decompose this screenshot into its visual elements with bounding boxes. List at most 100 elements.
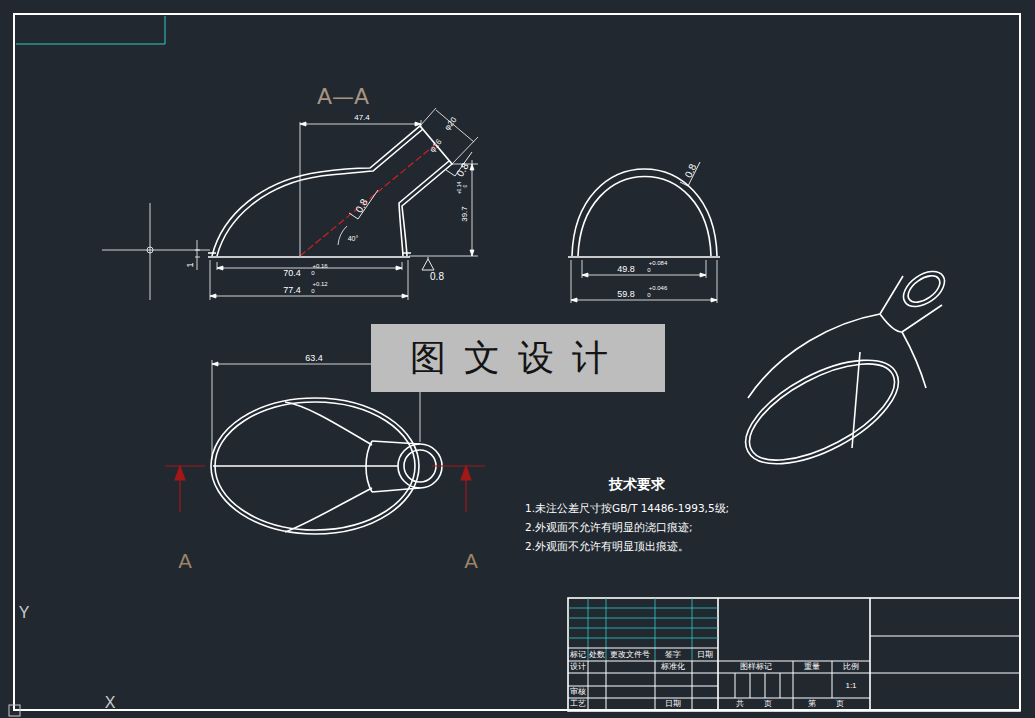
center-line [300,144,436,256]
table-cell: 页 [764,700,772,708]
title-block-grid [870,636,1020,673]
table-cell: 第 [808,700,816,708]
title-block-grid [568,598,718,661]
dimension-lines [571,260,717,303]
table-cell: 1:1 [845,682,856,690]
title-block-grid [568,648,870,698]
drawing-frame [14,14,1020,710]
side-view [568,169,720,257]
dimension-text: 63.4 [305,354,323,363]
section-view [217,129,423,256]
corner-box [16,16,165,44]
roughness-symbol [422,257,434,270]
tolerance-text: +0.084 [649,260,668,266]
tolerance-text: 0 [311,270,314,276]
isometric-view [880,314,902,332]
drawing-frame [14,14,1020,710]
dimension-lines [210,294,408,298]
note-heading: 技术要求 [609,477,665,491]
title-block-grid [588,661,692,711]
table-cell: 设计 [570,663,586,671]
dimension-text: 39.7 [461,206,469,222]
isometric-view [730,339,914,485]
tolerance-text: 0 [463,185,468,188]
dimension-lines [217,266,402,270]
tolerance-text: 0 [647,292,650,298]
dimension-text: 77.4 [283,286,301,295]
section-arrow [180,476,466,512]
dimension-lines [571,260,717,303]
section-view [208,256,410,258]
tolerance-text: 0 [311,288,314,294]
dimension-lines [300,122,301,256]
title-block-grid [568,608,718,638]
dimension-lines [300,122,421,126]
title-block [568,598,1020,711]
section-letter: A [178,551,192,571]
table-cell: 标准化 [661,663,685,671]
isometric-view [902,332,926,388]
table-cell: 签字 [665,651,681,659]
note-text: 1.未注公差尺寸按GB/T 14486-1993,5级; [525,503,729,514]
table-cell: 比例 [843,663,859,671]
axis-letter: Y [19,605,30,621]
dimension-lines [571,298,717,302]
dimension-text: 1 [186,262,195,267]
section-arrow [165,466,485,512]
dimension-lines [582,260,706,278]
table-cell: 审核 [570,688,586,696]
table-cell: 更改文件号 [610,651,650,659]
isometric-view [897,264,951,313]
roughness-value: 0.8 [684,163,699,180]
title-block [718,598,870,711]
plan-view [213,465,398,467]
section-view [208,252,411,254]
isometric-view [880,276,942,332]
title-block-grid [735,661,832,711]
dimension-lines [102,203,210,300]
note-text: 2.外观面不允许有明显的浇口痕迹; [525,522,693,533]
section-view [399,161,449,256]
table-cell: 日期 [665,700,681,708]
title-block-grid [568,636,1020,711]
center-line [300,144,436,256]
watermark-box: 图文设计 [371,324,665,392]
side-view [568,256,720,258]
table-cell: 页 [836,700,844,708]
table-cell: 重量 [804,663,820,671]
table-cell: 工艺 [570,700,586,708]
title-block-grid [588,598,692,661]
dimension-text: 40° [348,235,359,242]
tolerance-text: +0.14 [457,182,462,195]
watermark-text: 图文设计 [410,338,626,378]
isometric-view [730,264,951,485]
table-cell: 日期 [697,651,713,659]
tolerance-text: +0.16 [312,263,327,269]
view-label: A—A [317,86,369,108]
dimension-text: 59.8 [617,290,635,299]
tolerance-text: +0.046 [649,285,668,291]
section-arrow [175,466,471,480]
plan-view [211,398,442,534]
table-cell: 共 [736,700,744,708]
dimension-lines [210,260,408,300]
roughness-symbol [349,190,378,219]
plan-view [404,450,436,482]
side-view [572,169,717,256]
dimension-lines [409,160,478,256]
note-text: 2.外观面不允许有明显顶出痕迹。 [525,541,689,552]
isometric-view [904,270,945,307]
section-arrow [165,465,485,466]
dimension-text: 49.8 [617,265,635,274]
table-cell: 处数 [589,651,605,659]
isometric-view [735,344,908,479]
axis-letter: X [105,695,116,711]
side-view [578,177,711,257]
isometric-view [852,352,860,448]
plan-view [211,398,419,534]
ucs-icon [9,705,20,716]
dimension-lines [470,164,474,256]
dimension-text: 47.4 [354,114,370,122]
dimension-lines [102,108,478,300]
dimension-text: 70.4 [283,269,301,278]
